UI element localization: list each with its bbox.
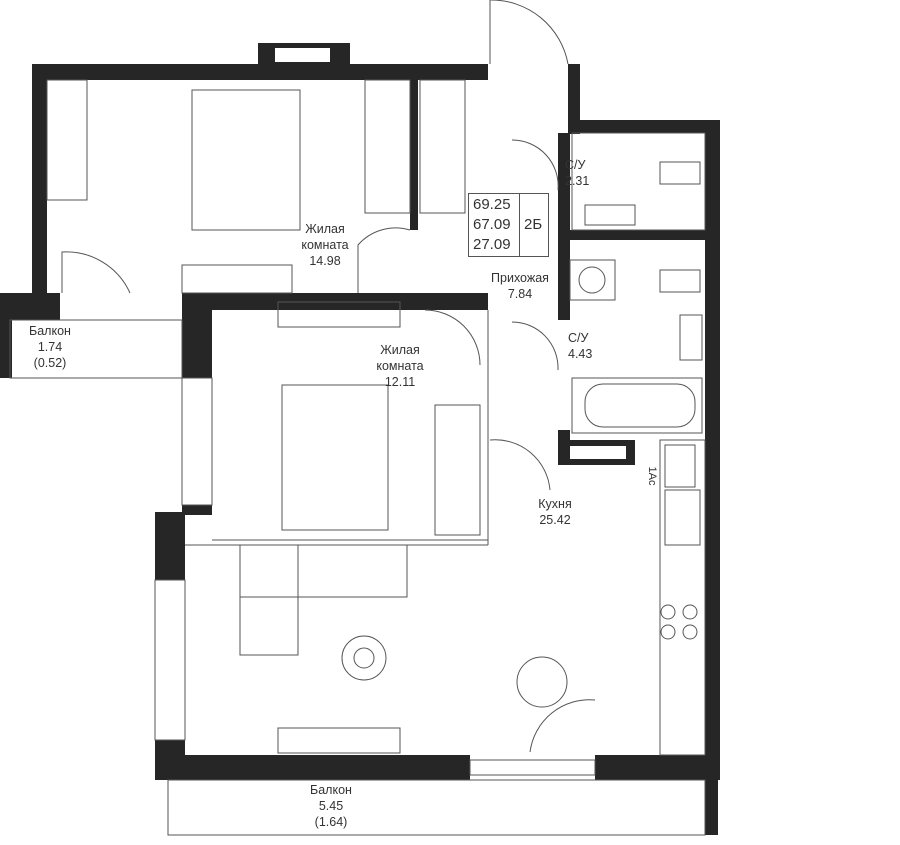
divider <box>519 194 520 256</box>
room-area-coef: (1.64) <box>314 815 348 829</box>
room-name: Балкон <box>29 324 71 338</box>
room-label-kitchen: Кухня 25.42 <box>520 496 590 528</box>
room-name: С/У <box>565 158 586 172</box>
room-area: 4.43 <box>568 347 593 361</box>
living-area: 27.09 <box>473 236 511 253</box>
appliance-marker: 1Ас <box>646 466 658 486</box>
room-area: 14.98 <box>309 254 341 268</box>
total-area: 69.25 <box>473 196 511 213</box>
room-label-hallway: Прихожая 7.84 <box>480 270 560 302</box>
room-name: Прихожая <box>491 271 549 285</box>
room-label-balcony-1: Балкон 1.74 (0.52) <box>15 323 85 371</box>
walls <box>0 43 720 835</box>
room-name: Кухня <box>538 497 572 511</box>
room-area: 25.42 <box>539 513 571 527</box>
room-area: 2.31 <box>565 174 590 188</box>
room-label-bathroom-1: С/У 2.31 <box>565 157 605 189</box>
room-area: 1.74 <box>37 340 63 354</box>
room-area: 5.45 <box>318 799 344 813</box>
room-name: комната <box>301 238 349 252</box>
living-area-total: 67.09 <box>473 216 511 233</box>
room-area: 7.84 <box>507 287 533 301</box>
window-openings <box>275 48 626 459</box>
room-name: Жилая <box>305 222 345 236</box>
room-label-bedroom-2: Жилая комната 12.11 <box>365 342 435 390</box>
room-label-bedroom-1: Жилая комната 14.98 <box>290 221 360 269</box>
room-name: Жилая <box>380 343 420 357</box>
room-name: комната <box>376 359 424 373</box>
outlines <box>9 0 706 836</box>
room-name: С/У <box>568 331 589 345</box>
room-area: 12.11 <box>384 375 416 389</box>
room-label-balcony-2: Балкон 5.45 (1.64) <box>296 782 366 830</box>
room-label-bathroom-2: С/У 4.43 <box>568 330 608 362</box>
apartment-type: 2Б <box>524 216 543 233</box>
room-area-coef: (0.52) <box>33 356 67 370</box>
room-name: Балкон <box>310 783 352 797</box>
apartment-summary: 69.25 67.09 27.09 2Б <box>468 193 549 257</box>
